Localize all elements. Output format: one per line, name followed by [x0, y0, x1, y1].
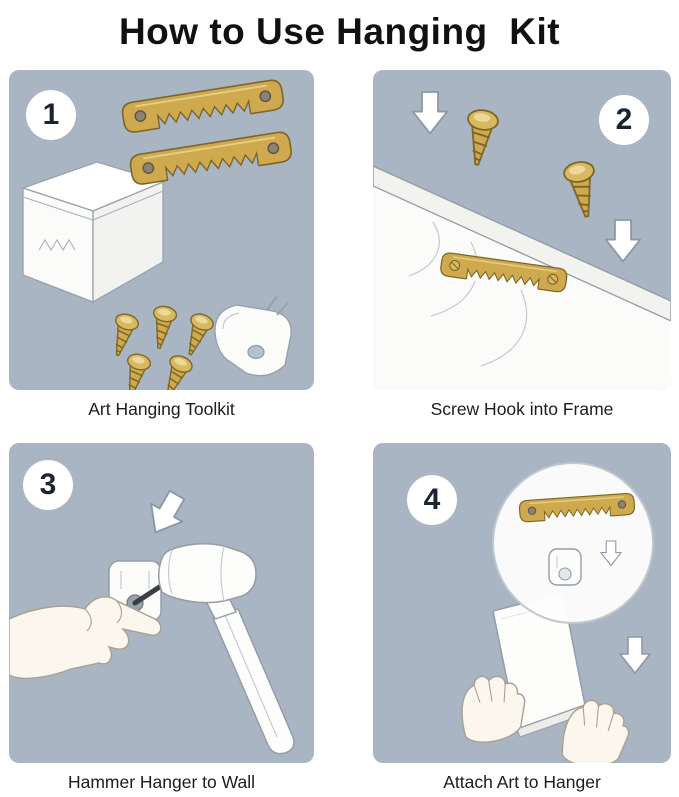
sawtooth-hanger-icon	[128, 130, 294, 188]
hand-icon	[9, 596, 162, 680]
step-3-panel: 3	[9, 443, 314, 764]
screw-icon	[156, 352, 196, 391]
step-4-cell: 4 Attach Art to Hanger	[373, 443, 671, 793]
step-number: 2	[615, 103, 633, 137]
step-caption: Art Hanging Toolkit	[88, 399, 235, 420]
plastic-hanger-icon	[214, 295, 292, 377]
step-number-badge: 2	[599, 95, 649, 146]
step-caption: Attach Art to Hanger	[443, 772, 601, 793]
screw-into-frame-illustration	[373, 91, 671, 391]
step-3-cell: 3 Hammer Hanger to Wall	[9, 443, 314, 793]
step-number: 3	[39, 468, 57, 502]
step-number-badge: 3	[23, 460, 73, 511]
step-1-cell: 1 Art Hanging Toolkit	[9, 70, 314, 420]
step-2-panel: 2	[373, 70, 671, 391]
step-number: 4	[423, 483, 441, 517]
screw-icon	[460, 107, 501, 169]
screw-icon	[561, 159, 603, 221]
arrow-down-icon	[604, 219, 642, 263]
toolkit-box-icon	[20, 161, 165, 304]
step-caption: Hammer Hanger to Wall	[67, 772, 256, 793]
wall-hanger-icon	[548, 548, 582, 587]
steps-grid: 1 Art Hanging Toolkit	[0, 70, 679, 793]
attach-art-illustration	[457, 462, 654, 764]
hammer-to-wall-illustration	[9, 485, 295, 755]
detail-bubble	[492, 462, 654, 625]
screw-icon	[105, 311, 141, 360]
step-number: 1	[42, 98, 60, 132]
step-number-badge: 1	[26, 90, 76, 141]
sawtooth-hanger-icon	[438, 251, 569, 295]
step-1-panel: 1	[9, 70, 314, 391]
screw-icon	[118, 351, 153, 391]
step-number-badge: 4	[407, 475, 457, 526]
step-caption: Screw Hook into Frame	[430, 399, 614, 420]
hammer-icon	[158, 543, 295, 755]
sawtooth-hanger-icon	[120, 78, 286, 136]
arrow-down-icon	[138, 485, 194, 543]
toolkit-illustration	[20, 78, 294, 391]
arrow-down-icon	[619, 636, 651, 675]
arrow-down-icon	[411, 91, 449, 135]
pin-icon	[132, 583, 164, 606]
page-title: How to Use Hanging Kit	[118, 11, 561, 52]
frame-board-icon	[373, 165, 671, 391]
screw-icon	[178, 310, 217, 360]
step-4-panel: 4	[373, 443, 671, 764]
screw-icon	[146, 304, 179, 352]
step-2-cell: 2 Screw Hook into Frame	[373, 70, 671, 420]
